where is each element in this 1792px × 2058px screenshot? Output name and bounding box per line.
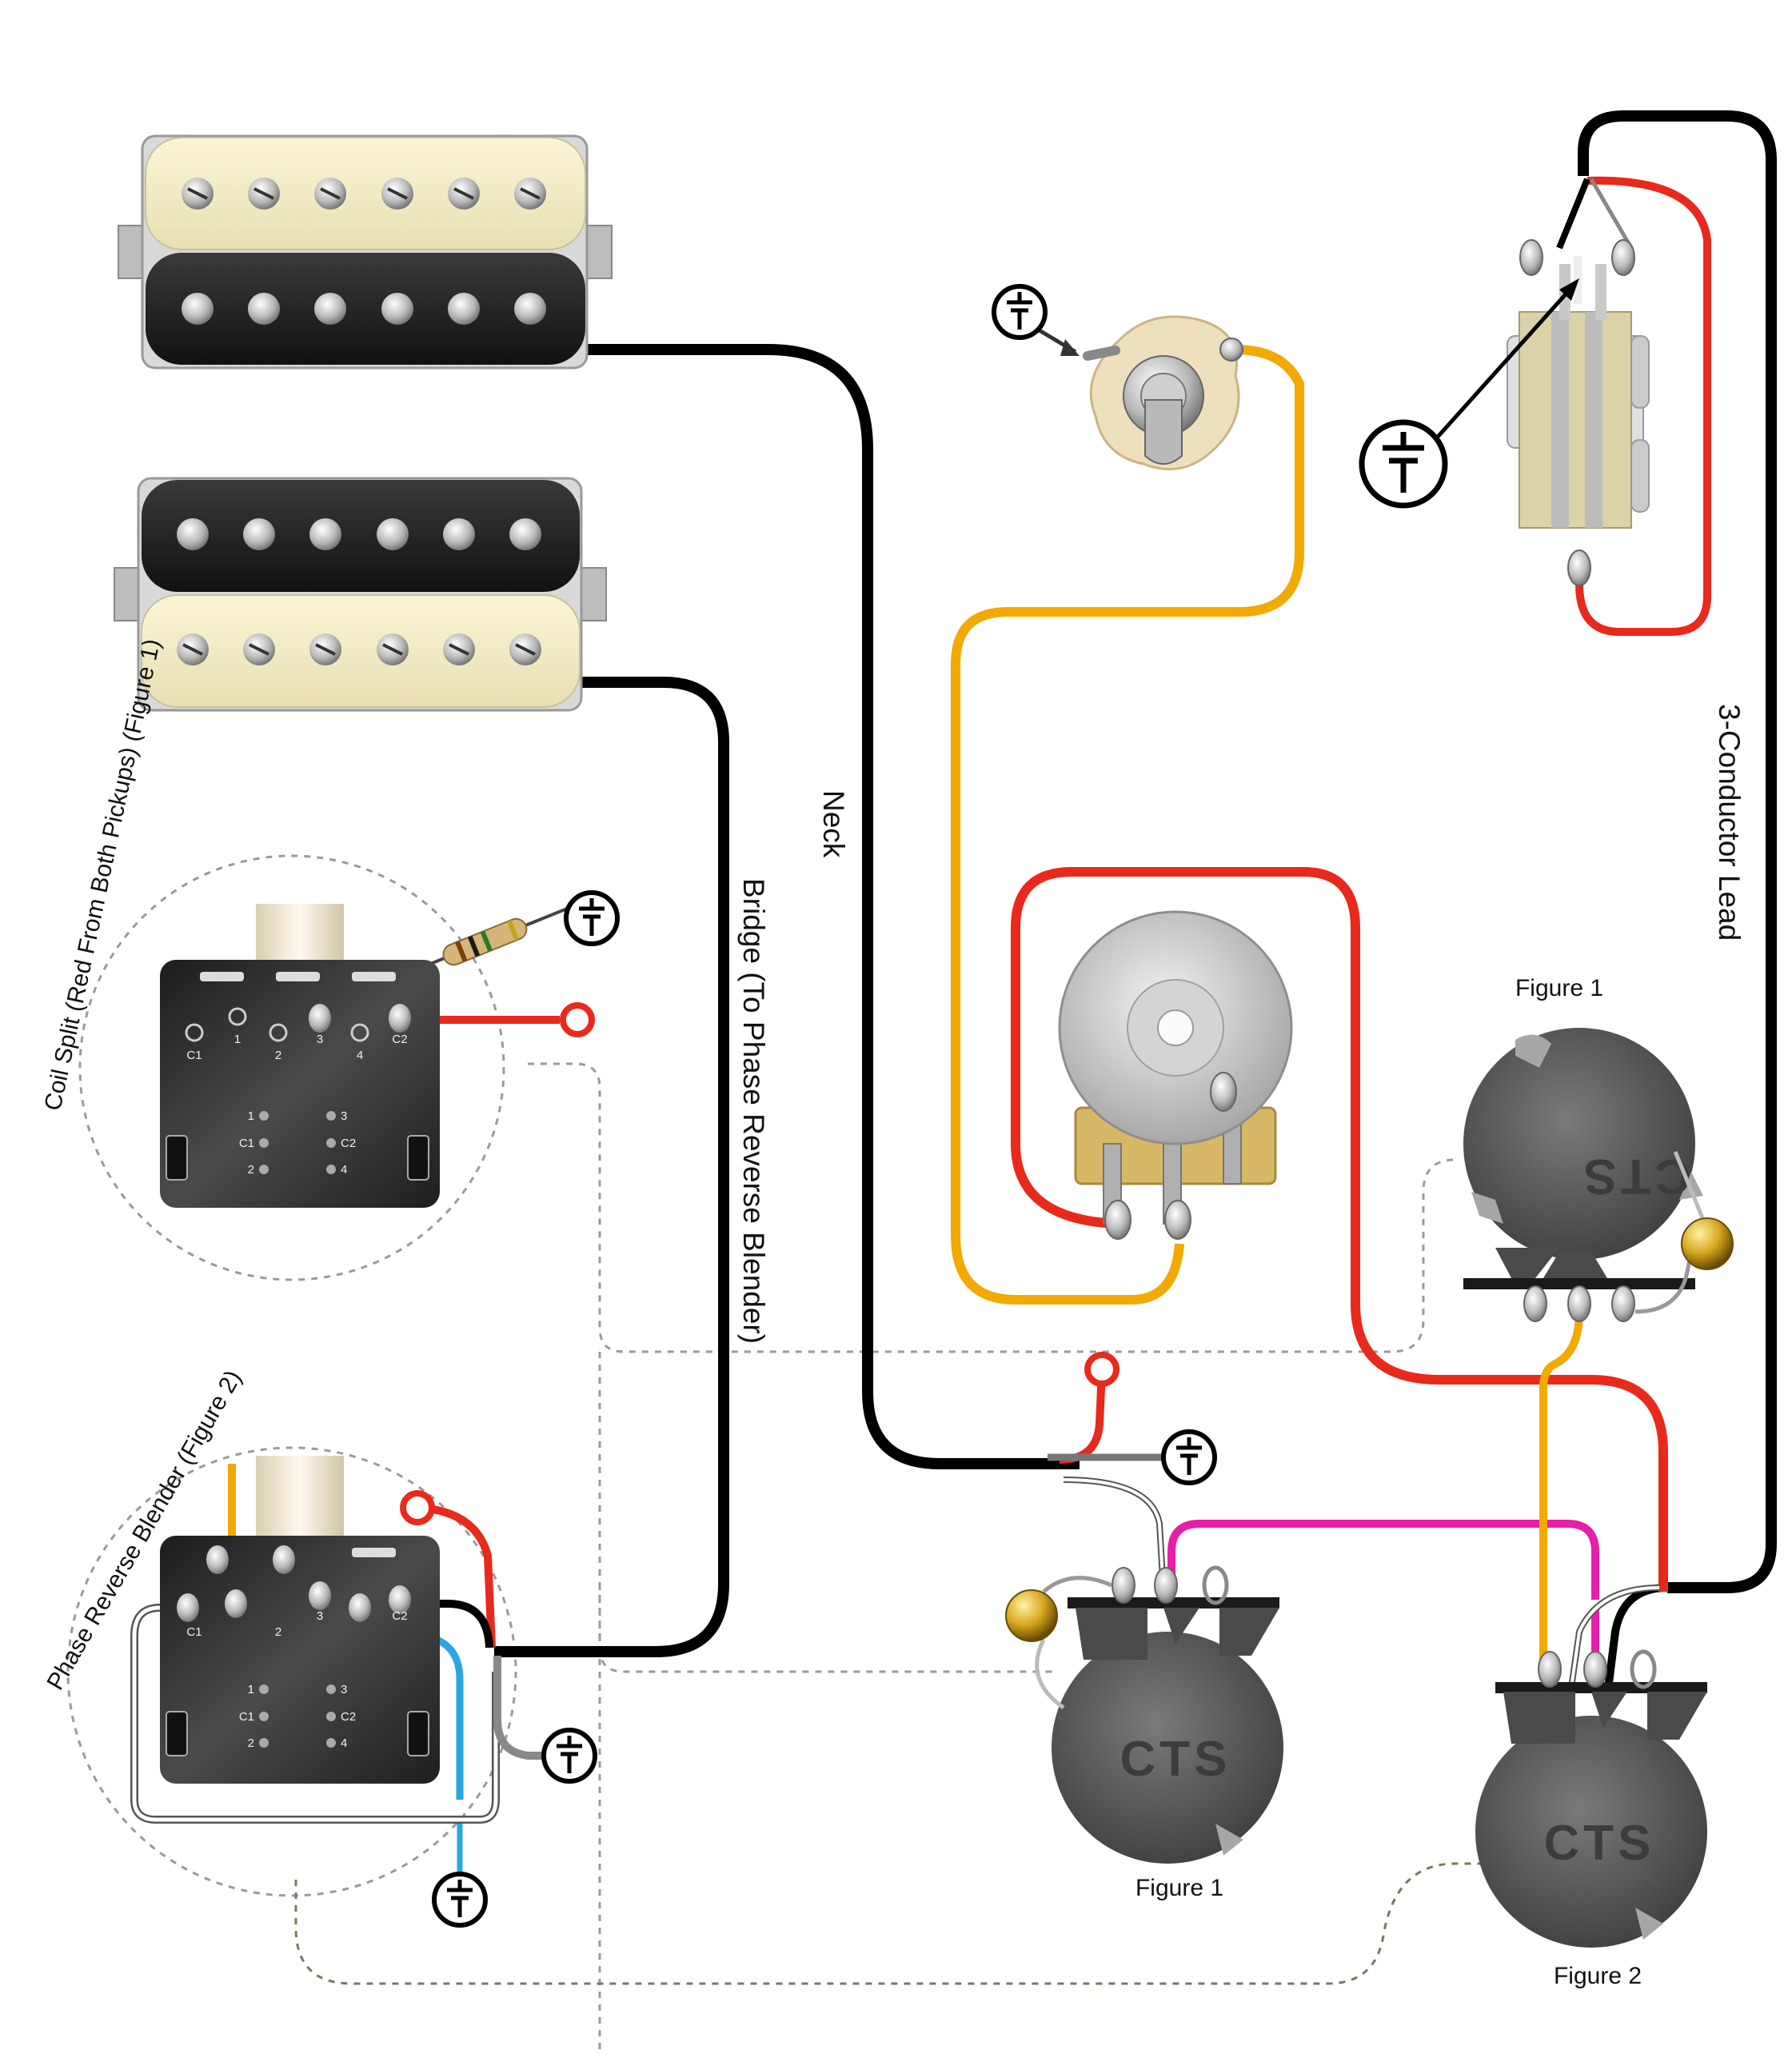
white-wire-left-pot (1063, 1477, 1167, 1592)
bridge-humbucker (114, 477, 607, 712)
volume-red-wire (1011, 867, 1668, 1592)
fig1-term-2: 2 (275, 1049, 281, 1062)
ground-symbol (432, 1872, 488, 1928)
ground-symbol (1359, 419, 1448, 509)
figure1-bottom-pot-brand: CTS (1120, 1732, 1231, 1787)
coil-split-label: Coil Split (Red From Both Pickups) (Figu… (40, 637, 166, 1113)
neck-wire (580, 344, 1080, 1469)
output-jack (1036, 315, 1243, 471)
three-conductor-label: 3-Conductor Lead (1713, 704, 1746, 941)
fig1-grid-3: 3 (341, 1109, 347, 1123)
figure2-pot-brand: CTS (1544, 1816, 1655, 1871)
magenta-pot-wire (1167, 1520, 1599, 1600)
fig1-grid-c2: C2 (341, 1137, 356, 1150)
figure1-guide-circle (78, 854, 505, 1281)
ground-symbol (564, 890, 620, 946)
push-pull-pot-figure1-bottom: CTS (1005, 1565, 1283, 1864)
fig2-grid-1: 1 (248, 1683, 254, 1696)
fig2-grid-3: 3 (341, 1683, 347, 1696)
hot-ring-neck (1084, 1352, 1120, 1387)
fig1-term-3: 3 (317, 1033, 323, 1046)
mini-toggle-lead-white (1589, 178, 1634, 250)
toggle-switch-figure2: C1 2 3 C2 1 C1 2 3 C2 4 (160, 1456, 440, 1784)
hot-ring-fig1 (560, 1002, 595, 1037)
figure2-guide-circle (66, 1446, 517, 1897)
fig2-term-c1: C1 (186, 1625, 202, 1639)
ground-symbol (541, 1728, 597, 1784)
center-pot (1058, 910, 1293, 1240)
push-pull-pot-figure2: CTS (1475, 1649, 1707, 1948)
neck-humbucker (118, 134, 613, 370)
bridge-label: Bridge (To Phase Reverse Blender) (737, 878, 770, 1344)
ground-symbol (992, 284, 1048, 340)
bridge-pole-screws (177, 518, 541, 665)
fig2-grid-c1: C1 (239, 1710, 254, 1724)
neck-label: Neck (817, 790, 850, 858)
fig2-black-c2 (400, 1600, 493, 1648)
mini-toggle-red-loop (1575, 176, 1711, 636)
three-conductor-black-end (1603, 1584, 1668, 1696)
fig2-term-c2: C2 (392, 1609, 407, 1623)
mini-toggle-switch (1430, 239, 1650, 586)
ground-symbol (1161, 1429, 1217, 1485)
fig2-grid-2: 2 (248, 1736, 254, 1750)
fig2-term-3: 3 (317, 1609, 323, 1623)
jack-yellow-wire (951, 345, 1304, 1305)
hot-ring-fig2 (400, 1490, 435, 1525)
neck-pole-screws (182, 178, 546, 325)
fig1-grid-2: 2 (248, 1163, 254, 1177)
push-pull-pot-figure1-top: CTS (1463, 1028, 1734, 1322)
figure1-top-pot-brand: CTS (1580, 1149, 1691, 1204)
fig1-grid-4: 4 (341, 1163, 347, 1177)
figure1-top-label: Figure 1 (1515, 975, 1603, 1001)
fig2-gray-ground (493, 1656, 544, 1760)
fig1-grid-1: 1 (248, 1109, 254, 1123)
yellow-tone-wire (1539, 1311, 1583, 1680)
fig1-term-4: 4 (357, 1049, 363, 1062)
figure2-bottom-label: Figure 2 (1554, 1963, 1642, 1989)
fig1-grid-c1: C1 (239, 1137, 254, 1150)
fig2-grid-c2: C2 (341, 1710, 356, 1724)
mini-toggle-lead-black (1556, 178, 1590, 250)
fig1-term-c2: C2 (392, 1033, 407, 1046)
fig1-term-1: 1 (234, 1033, 241, 1046)
bridge-wire (494, 677, 729, 1657)
fig2-grid-4: 4 (341, 1736, 347, 1750)
figure1-bottom-label: Figure 1 (1135, 1875, 1223, 1901)
toggle-switch-figure1: C1 1 2 3 4 C2 1 C1 2 3 C2 4 (160, 904, 440, 1208)
three-conductor-wire (1578, 110, 1777, 1593)
fig1-term-c1: C1 (186, 1049, 202, 1062)
fig2-term-2: 2 (275, 1625, 281, 1639)
